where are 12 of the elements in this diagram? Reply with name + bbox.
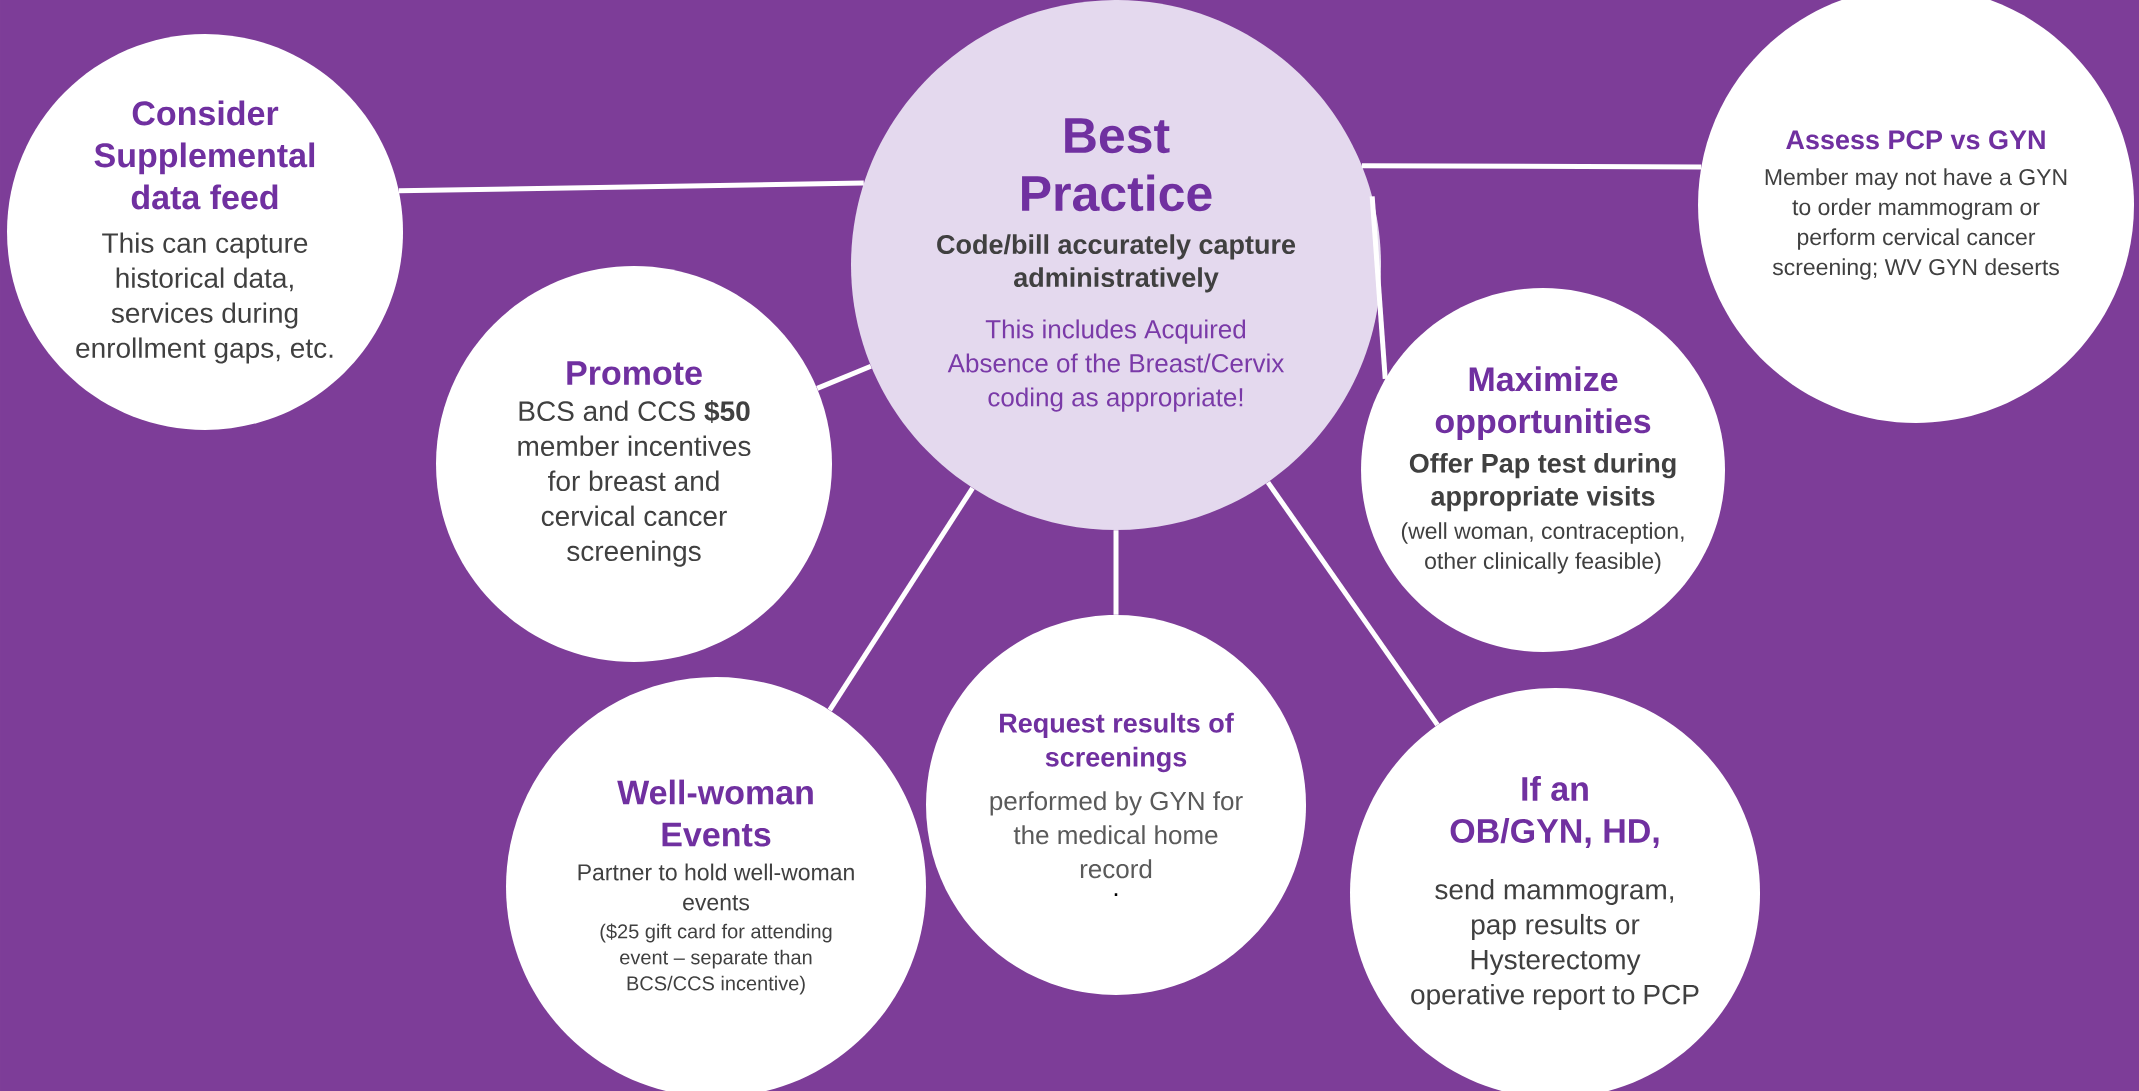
connector-line: [827, 486, 975, 712]
circle-node: Best Practice Code/bill accurately capture administratively This includes Acquired Absence of the Breast/Cervix coding as appropriate!: [851, 0, 1381, 530]
connector-line: [1265, 480, 1440, 727]
circle-node: Consider Supplemental data feed This can capture historical data, services during enrollment gaps, etc.: [7, 34, 403, 430]
circle-node: Maximize opportunities Offer Pap test during appropriate visits (well woman, contraception, other clinically feasible): [1361, 288, 1725, 652]
circle-node: Promote BCS and CCS $50 member incentives for breast and cervical cancer screenings: [436, 266, 832, 662]
connector-line: [398, 180, 864, 194]
connector-line: [816, 363, 872, 391]
circle-node: Request results of screenings performed by GYN for the medical home record .: [926, 615, 1306, 995]
connector-line: [1113, 530, 1119, 615]
connector-line: [1361, 163, 1702, 170]
connector-line: [1369, 196, 1388, 380]
